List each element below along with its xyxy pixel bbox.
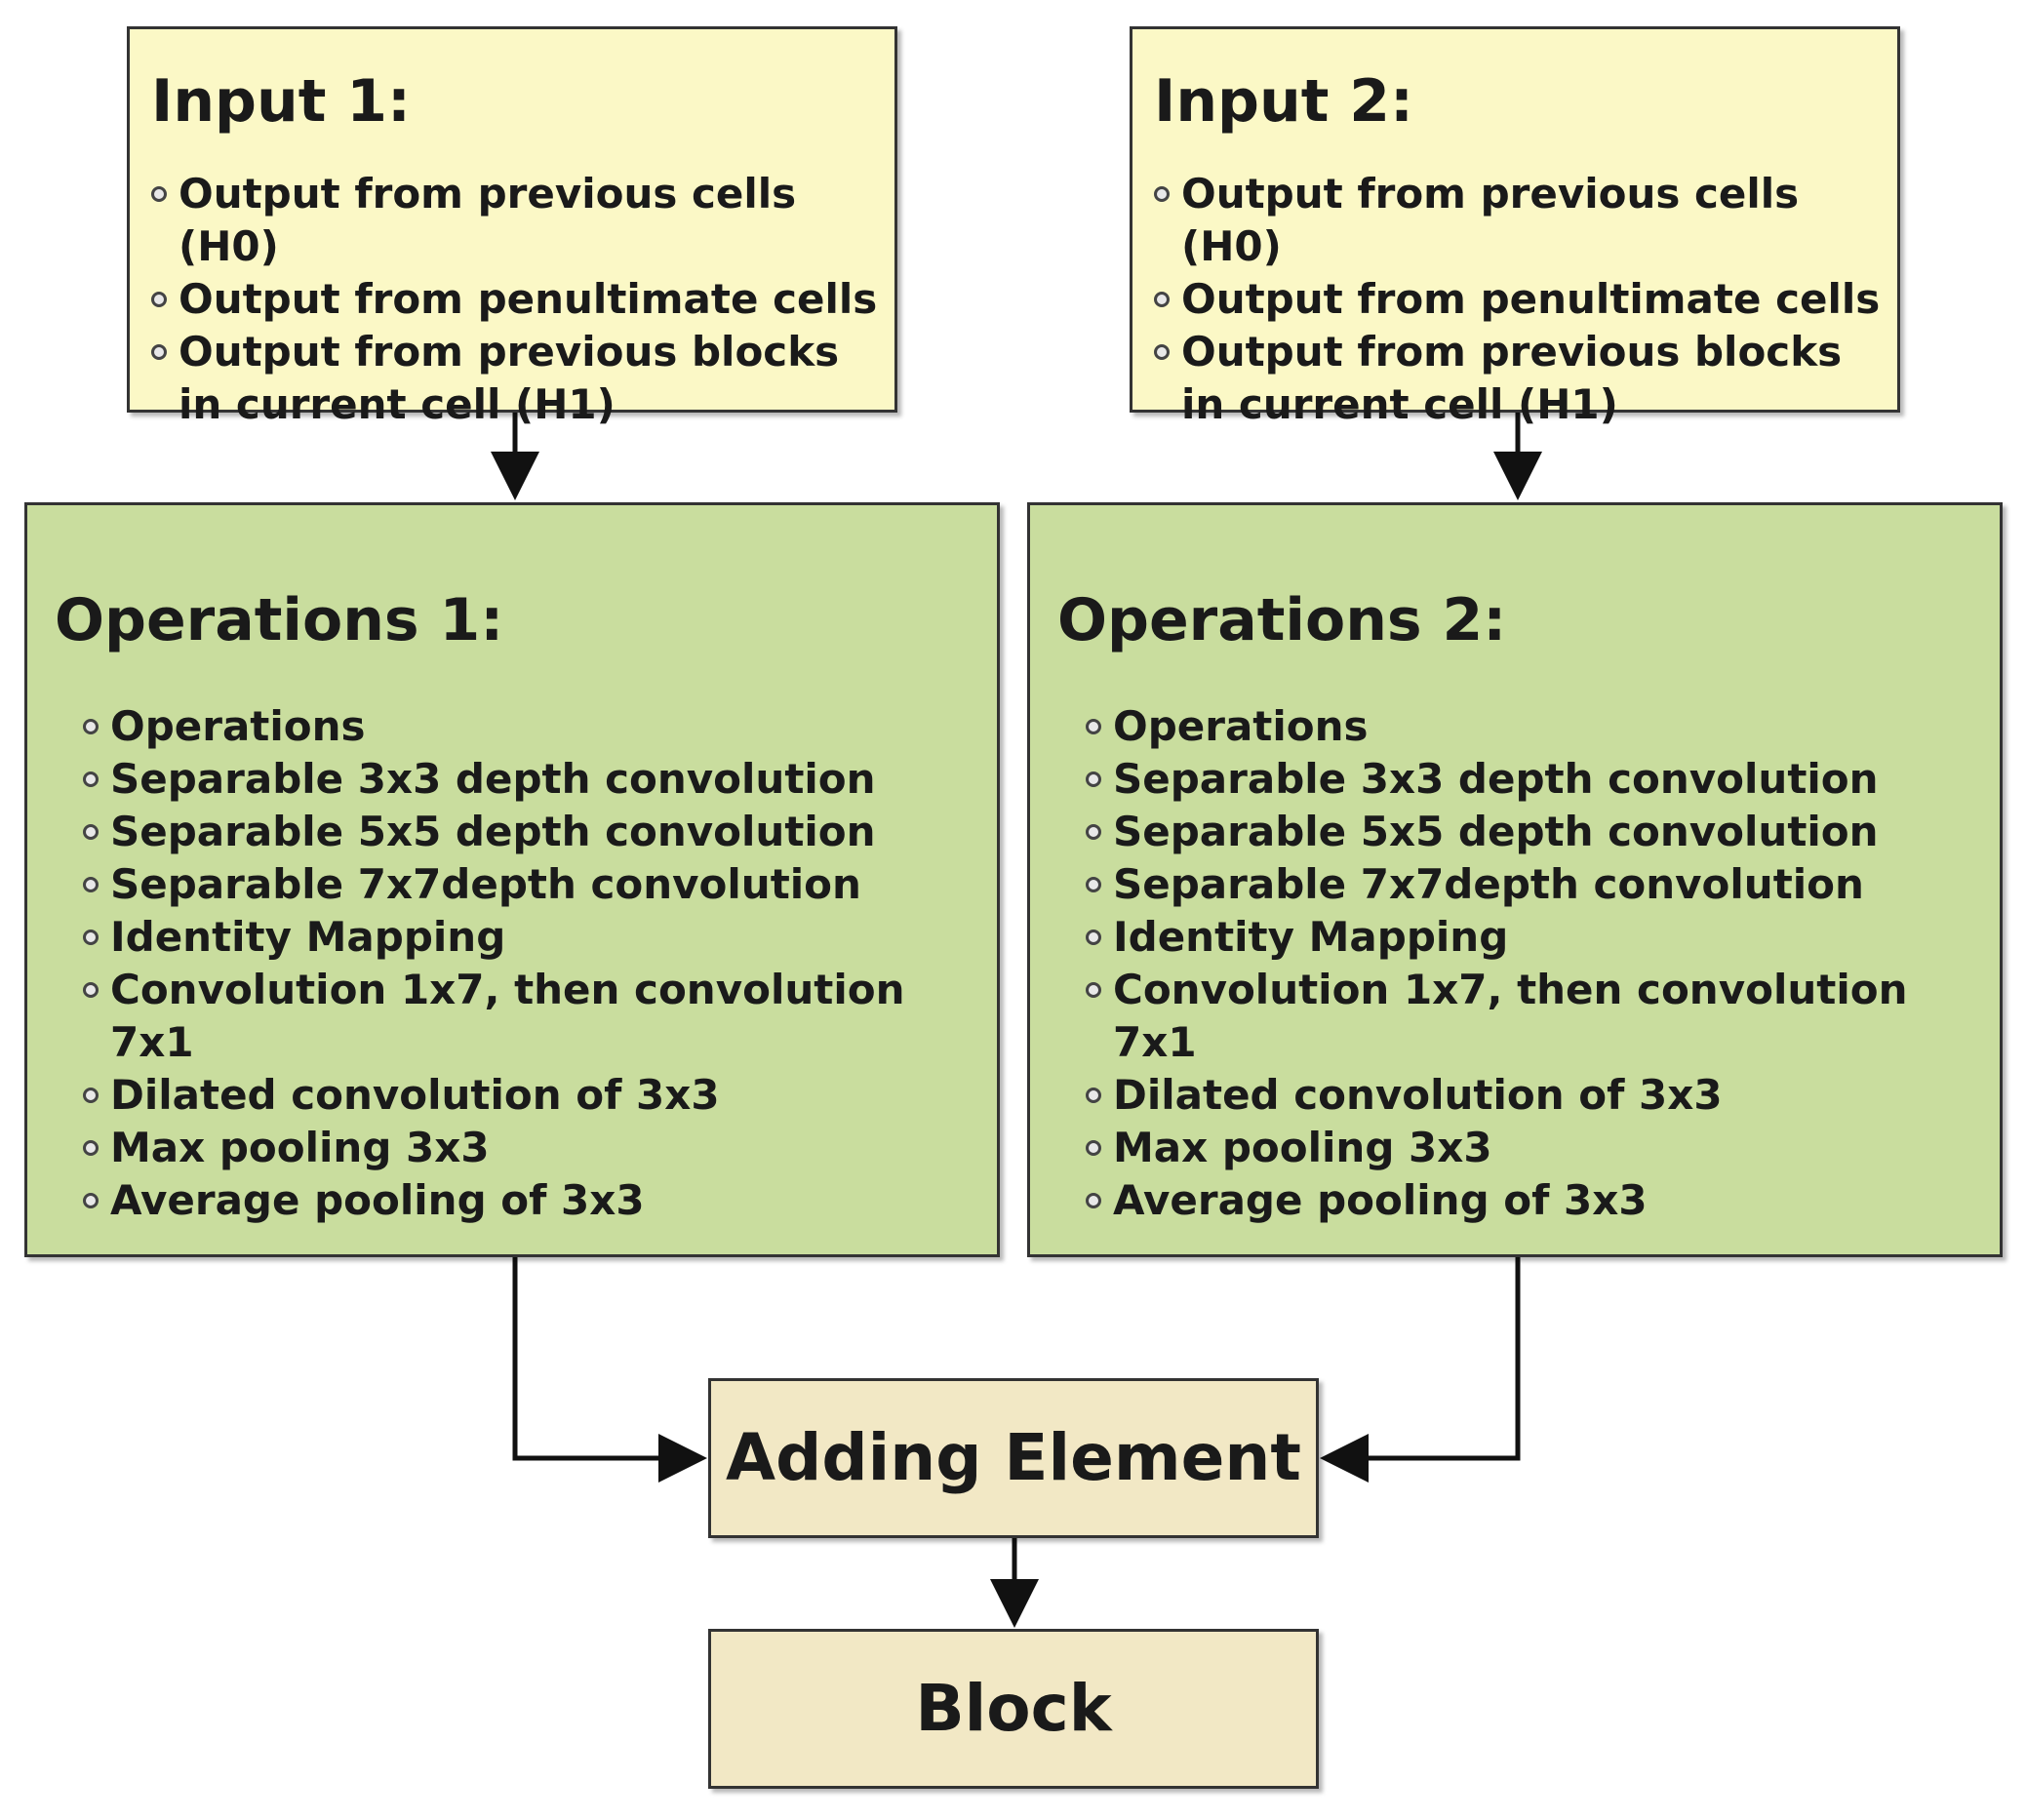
operations-1-list: Operations Separable 3x3 depth convoluti…	[81, 700, 997, 1227]
bullet-icon	[83, 824, 99, 840]
bullet-icon	[151, 292, 167, 307]
list-item: Output from previous blocks in current c…	[149, 326, 894, 431]
bullet-icon	[1086, 930, 1101, 945]
bullet-icon	[1086, 772, 1101, 787]
list-item: Convolution 1x7, then convolution 7x1	[1084, 964, 2000, 1069]
bullet-icon	[1154, 186, 1170, 202]
input-1-box: Input 1: Output from previous cells (H0)…	[127, 26, 897, 428]
list-item: Convolution 1x7, then convolution 7x1	[81, 964, 997, 1069]
list-item: Max pooling 3x3	[81, 1122, 997, 1174]
list-item: Separable 3x3 depth convolution	[81, 753, 997, 806]
list-item: Separable 3x3 depth convolution	[1084, 753, 2000, 806]
list-item: Identity Mapping	[1084, 911, 2000, 964]
bullet-icon	[151, 186, 167, 202]
list-item: Output from penultimate cells	[149, 273, 894, 326]
list-item: Separable 7x7depth convolution	[81, 858, 997, 911]
list-item: Average pooling of 3x3	[81, 1174, 997, 1227]
list-item: Output from previous blocks in current c…	[1152, 326, 1897, 431]
adding-element-box: Adding Element	[708, 1378, 1319, 1538]
bullet-icon	[83, 1193, 99, 1208]
bullet-icon	[83, 930, 99, 945]
list-item: Max pooling 3x3	[1084, 1122, 2000, 1174]
bullet-icon	[1154, 292, 1170, 307]
bullet-icon	[1086, 719, 1101, 734]
bullet-icon	[83, 1088, 99, 1103]
list-item: Output from previous cells (H0)	[149, 168, 894, 273]
bullet-icon	[151, 344, 167, 360]
bullet-icon	[1086, 824, 1101, 840]
bullet-icon	[1086, 1140, 1101, 1156]
adding-element-label: Adding Element	[726, 1420, 1301, 1495]
list-item: Average pooling of 3x3	[1084, 1174, 2000, 1227]
list-item: Separable 5x5 depth convolution	[81, 806, 997, 858]
operations-1-title: Operations 1:	[55, 586, 504, 654]
block-label: Block	[915, 1671, 1112, 1746]
list-item: Dilated convolution of 3x3	[81, 1069, 997, 1122]
input-1-list: Output from previous cells (H0) Output f…	[149, 168, 894, 431]
list-item: Output from penultimate cells	[1152, 273, 1897, 326]
operations-2-box: Operations 2: Operations Separable 3x3 d…	[1027, 502, 2003, 1257]
bullet-icon	[1154, 344, 1170, 360]
bullet-icon	[1086, 1193, 1101, 1208]
edge-operations1-to-adding-element	[512, 1257, 707, 1483]
edge-operations2-to-adding-element	[1320, 1257, 1521, 1483]
bullet-icon	[83, 719, 99, 734]
input-2-box: Input 2: Output from previous cells (H0)…	[1130, 26, 1900, 428]
bullet-icon	[83, 877, 99, 892]
list-item: Identity Mapping	[81, 911, 997, 964]
operations-1-box: Operations 1: Operations Separable 3x3 d…	[24, 502, 1000, 1257]
list-item: Output from previous cells (H0)	[1152, 168, 1897, 273]
bullet-icon	[1086, 1088, 1101, 1103]
bullet-icon	[83, 772, 99, 787]
list-item: Operations	[81, 700, 997, 753]
input-2-title: Input 2:	[1154, 67, 1414, 136]
bullet-icon	[1086, 877, 1101, 892]
block-box: Block	[708, 1629, 1319, 1789]
input-2-list: Output from previous cells (H0) Output f…	[1152, 168, 1897, 431]
operations-2-title: Operations 2:	[1057, 586, 1507, 654]
bullet-icon	[83, 982, 99, 998]
list-item: Operations	[1084, 700, 2000, 753]
input-1-title: Input 1:	[151, 67, 412, 136]
bullet-icon	[83, 1140, 99, 1156]
list-item: Separable 7x7depth convolution	[1084, 858, 2000, 911]
bullet-icon	[1086, 982, 1101, 998]
list-item: Dilated convolution of 3x3	[1084, 1069, 2000, 1122]
list-item: Separable 5x5 depth convolution	[1084, 806, 2000, 858]
operations-2-list: Operations Separable 3x3 depth convoluti…	[1084, 700, 2000, 1227]
